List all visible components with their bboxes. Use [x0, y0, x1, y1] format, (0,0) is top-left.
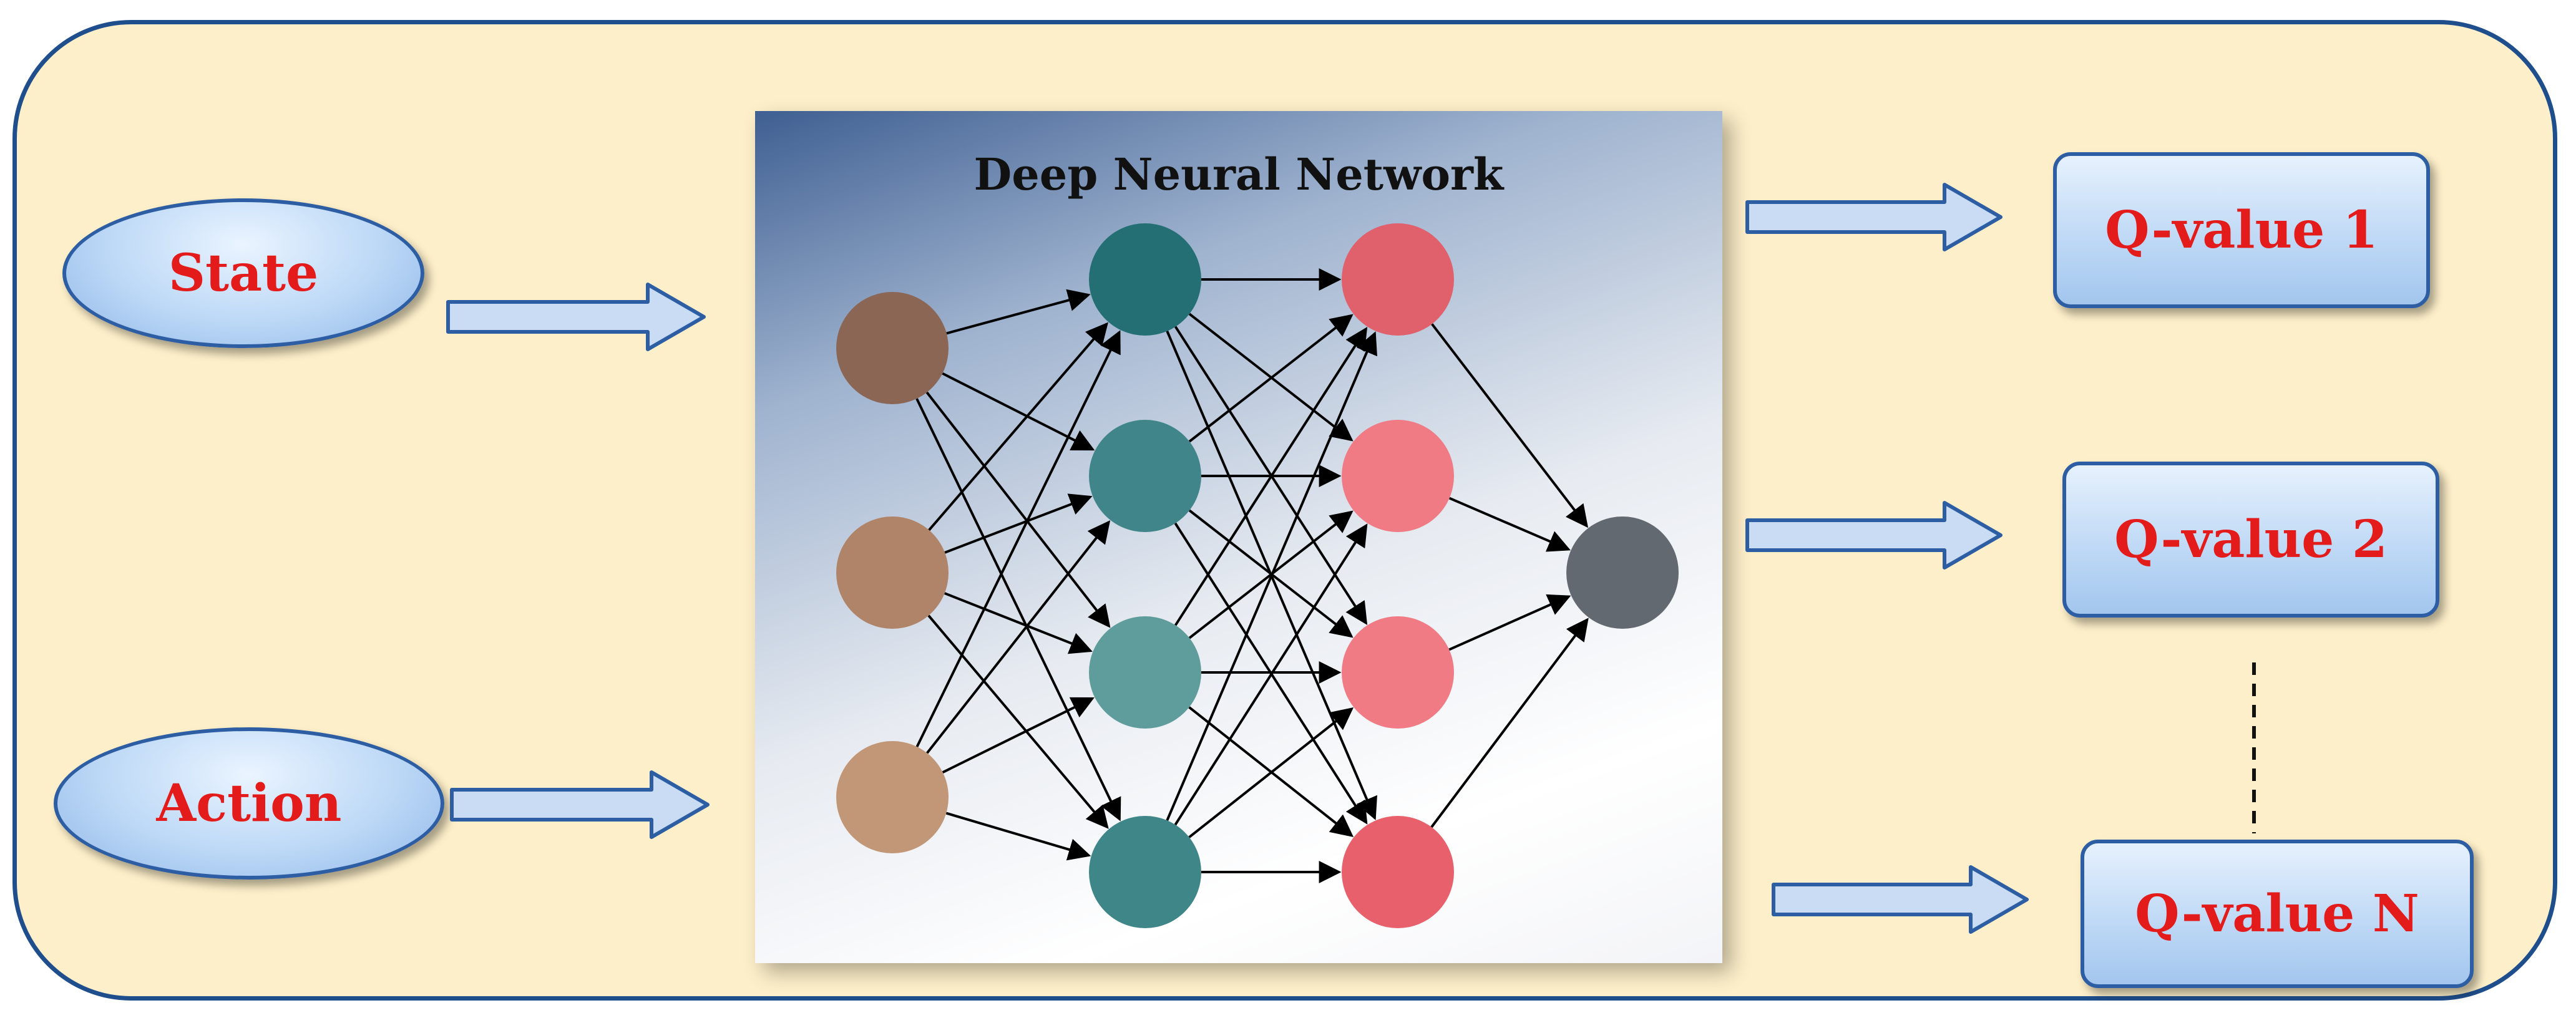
nn-node-layer-1: [836, 516, 949, 629]
neural-network-graph: [836, 223, 1679, 928]
network-title: Deep Neural Network: [973, 148, 1504, 200]
nn-edge: [1188, 314, 1354, 443]
nn-edge: [945, 812, 1091, 861]
neural-network-panel: Deep Neural Network: [755, 111, 1722, 963]
q-value-1-label: Q-value 1: [2105, 200, 2378, 260]
nn-node-layer-1: [836, 741, 949, 853]
nn-edge: [928, 322, 1108, 531]
nn-edge: [1174, 523, 1368, 826]
nn-edge: [926, 520, 1111, 754]
nn-node-layer-4: [1566, 516, 1679, 629]
nn-edge: [1431, 323, 1589, 528]
action-to-network-arrow: [450, 770, 710, 839]
nn-node-layer-2: [1089, 616, 1201, 729]
nn-node-layer-1: [836, 292, 949, 404]
nn-node-layer-3: [1342, 223, 1454, 336]
nn-edge: [1448, 594, 1571, 651]
nn-edge: [927, 614, 1109, 829]
nn-node-layer-2: [1089, 816, 1201, 928]
action-node: Action: [54, 727, 444, 880]
nn-edge: [915, 330, 1121, 747]
nn-edge: [1174, 327, 1368, 626]
nn-edge: [942, 697, 1095, 773]
state-label: State: [168, 243, 319, 303]
q-value-1-box: Q-value 1: [2053, 152, 2430, 308]
q-value-2-box: Q-value 2: [2062, 462, 2439, 618]
state-node: State: [62, 198, 424, 348]
nn-edge: [944, 592, 1093, 654]
nn-edge: [925, 391, 1111, 628]
nn-edge: [944, 493, 1093, 554]
q-value-n-box: Q-value N: [2081, 840, 2474, 988]
action-label: Action: [156, 773, 342, 833]
nn-node-layer-3: [1342, 420, 1454, 532]
network-to-q1-arrow: [1745, 183, 2003, 251]
state-to-network-arrow: [446, 283, 706, 351]
q-value-2-label: Q-value 2: [2114, 510, 2388, 570]
nn-node-layer-3: [1342, 816, 1454, 928]
nn-edge: [1448, 497, 1571, 552]
nn-edge: [1188, 707, 1354, 838]
nn-edge: [946, 289, 1091, 335]
nn-edge: [915, 398, 1121, 822]
q-value-n-label: Q-value N: [2135, 884, 2419, 944]
network-to-qn-arrow: [1772, 865, 2029, 934]
network-to-q2-arrow: [1745, 501, 2003, 570]
nn-edge: [1430, 618, 1589, 828]
nn-node-layer-2: [1089, 420, 1201, 532]
nn-node-layer-3: [1342, 616, 1454, 729]
nn-edge: [1166, 331, 1377, 821]
nn-node-layer-2: [1089, 223, 1201, 336]
